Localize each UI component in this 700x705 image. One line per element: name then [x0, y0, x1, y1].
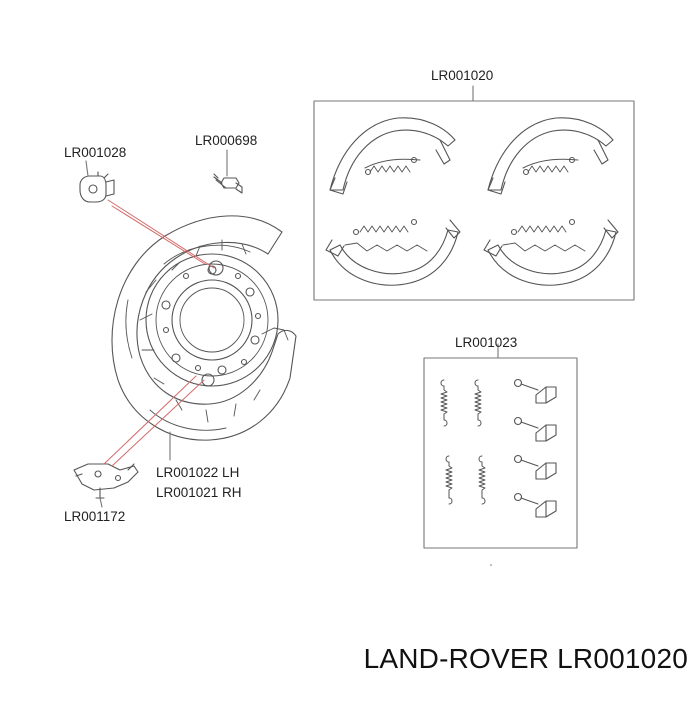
brake-shoe-lower-left — [325, 218, 461, 286]
label-backplate-rh: LR001021 RH — [156, 485, 242, 500]
lever-leader — [99, 497, 103, 508]
label-hardware-kit: LR001023 — [455, 335, 518, 350]
label-lever: LR001172 — [64, 509, 126, 524]
bolt-part — [213, 173, 243, 194]
brake-shoe-upper-right — [487, 117, 614, 195]
dot-mark — [490, 564, 492, 566]
label-adjuster: LR001028 — [64, 145, 127, 160]
page-title: LAND-ROVER LR001020 — [363, 643, 688, 674]
hold-down-pins-group — [513, 378, 557, 518]
red-leaders — [103, 199, 215, 467]
shoe-kit-box — [313, 100, 635, 301]
backplate — [111, 215, 297, 441]
label-shoe-kit: LR001020 — [431, 68, 494, 83]
brake-shoe-lower-right — [483, 218, 619, 286]
label-backplate-lh: LR001022 LH — [156, 465, 240, 480]
springs-group — [440, 379, 486, 505]
adjuster-leader — [85, 160, 89, 177]
brake-shoe-upper-left — [329, 117, 456, 195]
adjuster-part — [79, 171, 115, 203]
lever-part — [73, 463, 139, 499]
label-bolt: LR000698 — [195, 133, 258, 148]
hardware-kit-box — [423, 357, 578, 549]
